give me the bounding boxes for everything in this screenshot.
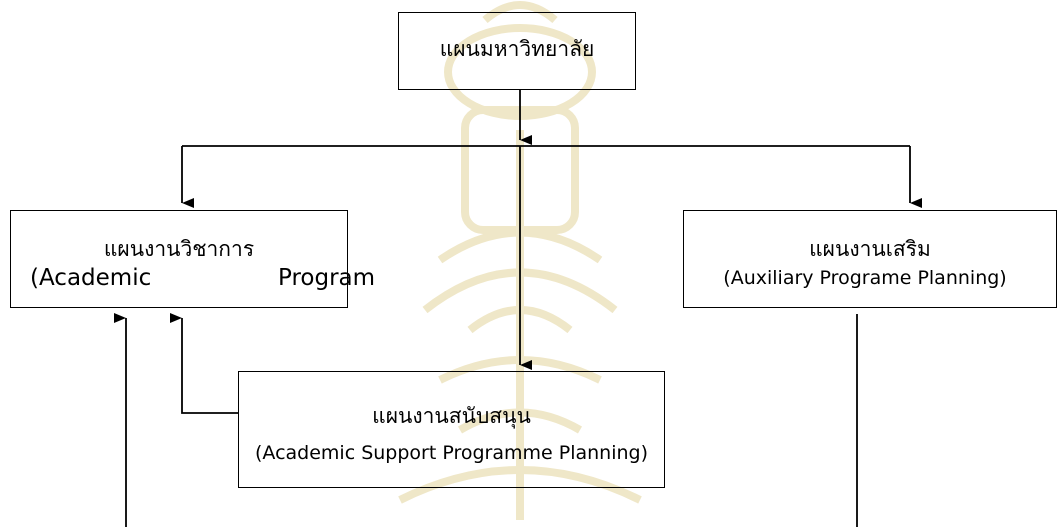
academic-support-program-english-label: (Academic Support Programme Planning) <box>255 442 648 464</box>
university-plan-box <box>398 12 636 90</box>
auxiliary-program-thai-label: แผนงานเสริม <box>809 237 931 261</box>
academic-program-thai-label: แผนงานวิชาการ <box>103 237 255 261</box>
academic-support-program-thai-label: แผนงานสนับสนุน <box>372 404 531 428</box>
academic-program-english-label-part1: (Academic <box>30 265 152 291</box>
academic-program-box <box>10 210 348 308</box>
connector-support-to-academic <box>170 313 238 414</box>
academic-program-english-label-part2: Program <box>278 265 376 291</box>
auxiliary-program-english-label: (Auxiliary Programe Planning) <box>723 267 1007 289</box>
university-plan-label: แผนมหาวิทยาลัย <box>439 37 595 61</box>
academic-support-program-box <box>238 371 665 488</box>
